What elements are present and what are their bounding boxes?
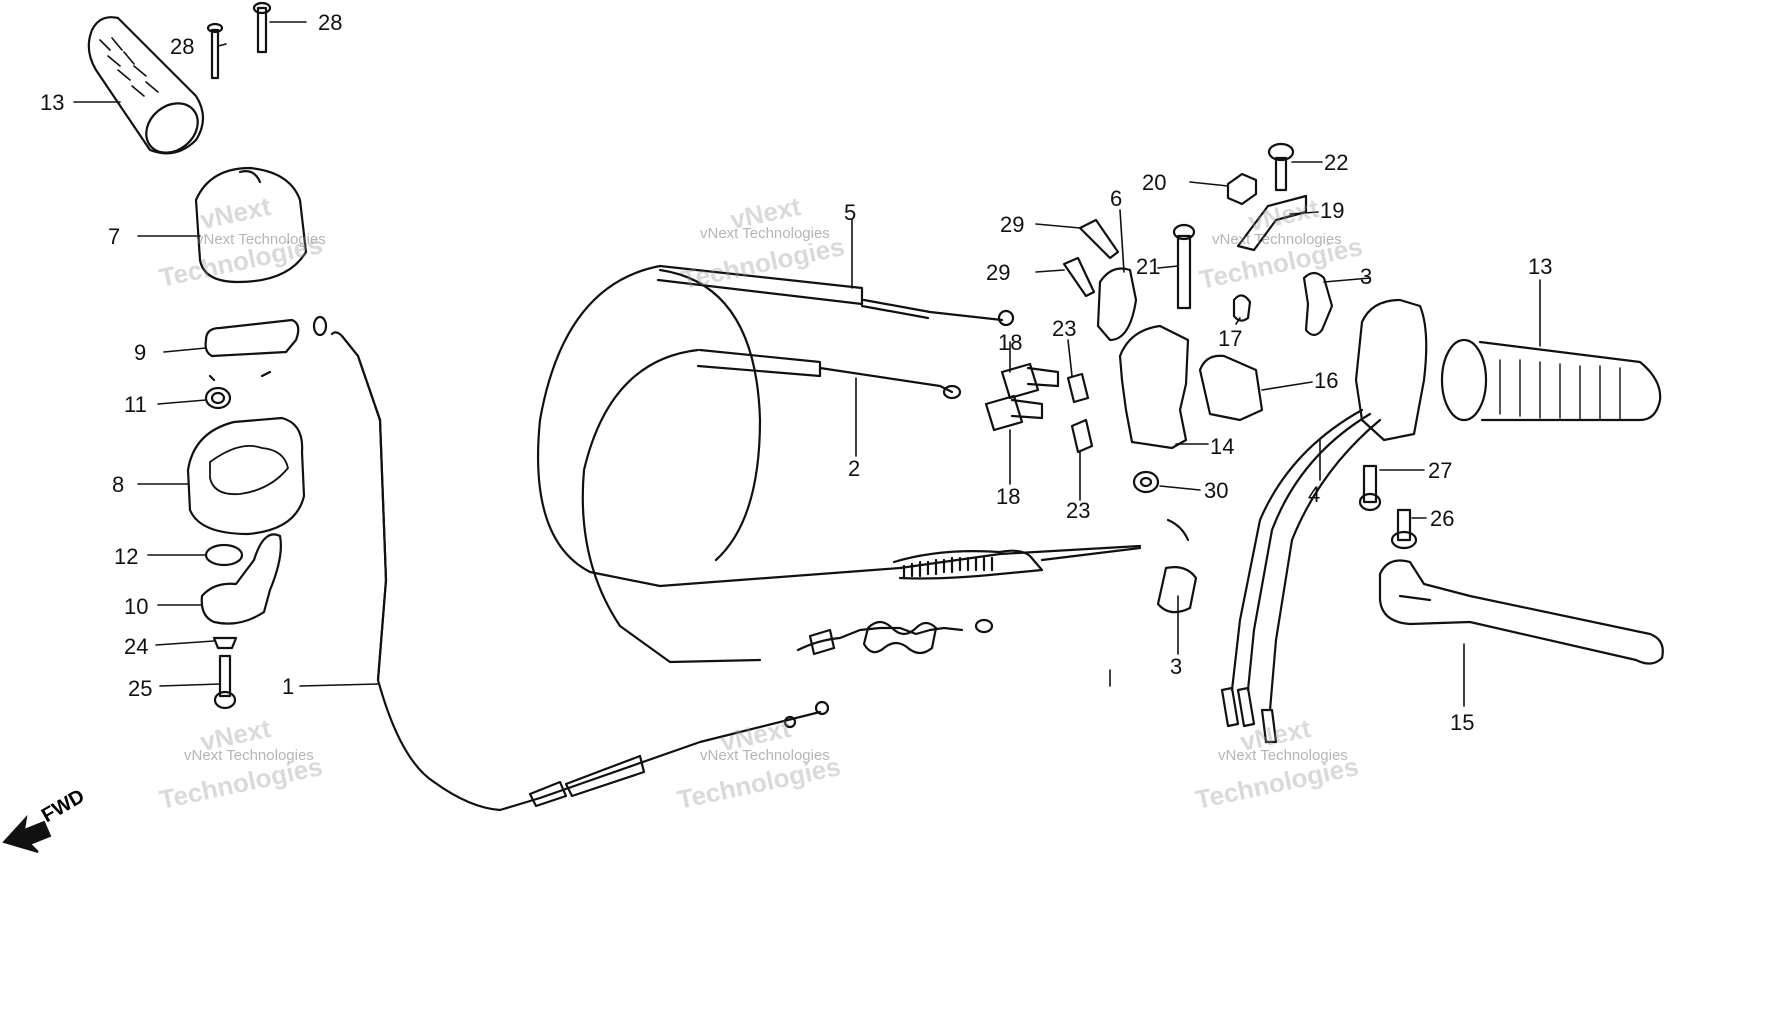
throttle-arm: [204, 318, 300, 358]
callout-11: 11: [124, 392, 147, 417]
callout-1: 1: [282, 674, 295, 699]
watermark: vNext Technologies: [196, 231, 326, 248]
callout-26: 26: [1430, 506, 1455, 531]
callout-28-left: 28: [170, 34, 195, 59]
watermark: vNext Technologies: [700, 225, 830, 242]
watermark: vNext Technologies: [1218, 747, 1348, 764]
callout-29-bottom: 29: [986, 260, 1011, 285]
watermark: vNext Technologies: [1212, 231, 1342, 248]
callout-22: 22: [1324, 150, 1349, 175]
throttle-cable: [330, 331, 830, 812]
callout-5: 5: [844, 200, 857, 225]
callout-23-top: 23: [1052, 316, 1077, 341]
callout-20: 20: [1142, 170, 1167, 195]
callout-23-bottom: 23: [1066, 498, 1091, 523]
right-grip: [1440, 338, 1662, 422]
callout-8: 8: [112, 472, 125, 497]
callout-4: 4: [1308, 482, 1321, 507]
callout-10: 10: [124, 594, 149, 619]
throttle-housing: [186, 416, 306, 536]
callout-29-top: 29: [1000, 212, 1025, 237]
fwd-arrow: [2, 814, 52, 853]
callout-9: 9: [134, 340, 147, 365]
switch-body: [1118, 324, 1190, 450]
choke-cable: [581, 348, 994, 664]
clutch-cable: [536, 264, 1142, 588]
throttle-lever: [200, 533, 282, 625]
clutch-lever: [1378, 559, 1664, 665]
callout-15: 15: [1450, 710, 1475, 735]
callout-18-top: 18: [998, 330, 1023, 355]
callout-19: 19: [1320, 198, 1345, 223]
callout-17: 17: [1218, 326, 1243, 351]
callout-14: 14: [1210, 434, 1235, 459]
watermark: vNext Technologies: [184, 747, 314, 764]
callout-6: 6: [1110, 186, 1123, 211]
watermark: vNext Technologies: [700, 747, 830, 764]
callout-27: 27: [1428, 458, 1453, 483]
callout-16: 16: [1314, 368, 1339, 393]
callout-21: 21: [1136, 254, 1161, 279]
callout-12: 12: [114, 544, 139, 569]
callout-7: 7: [108, 224, 121, 249]
callout-24: 24: [124, 634, 149, 659]
screw-28b: [252, 1, 272, 54]
callout-13-left: 13: [40, 90, 65, 115]
callout-30: 30: [1204, 478, 1229, 503]
left-grip: [87, 16, 205, 155]
callout-25: 25: [128, 676, 153, 701]
callout-28-right: 28: [318, 10, 343, 35]
switch-housing: [1354, 298, 1428, 442]
callout-3-top: 3: [1360, 264, 1373, 289]
callout-3-bottom: 3: [1170, 654, 1183, 679]
callout-2: 2: [848, 456, 861, 481]
callout-13-right: 13: [1528, 254, 1553, 279]
screw-28a: [206, 22, 224, 80]
throttle-cap: [194, 166, 308, 284]
callout-18-bottom: 18: [996, 484, 1021, 509]
